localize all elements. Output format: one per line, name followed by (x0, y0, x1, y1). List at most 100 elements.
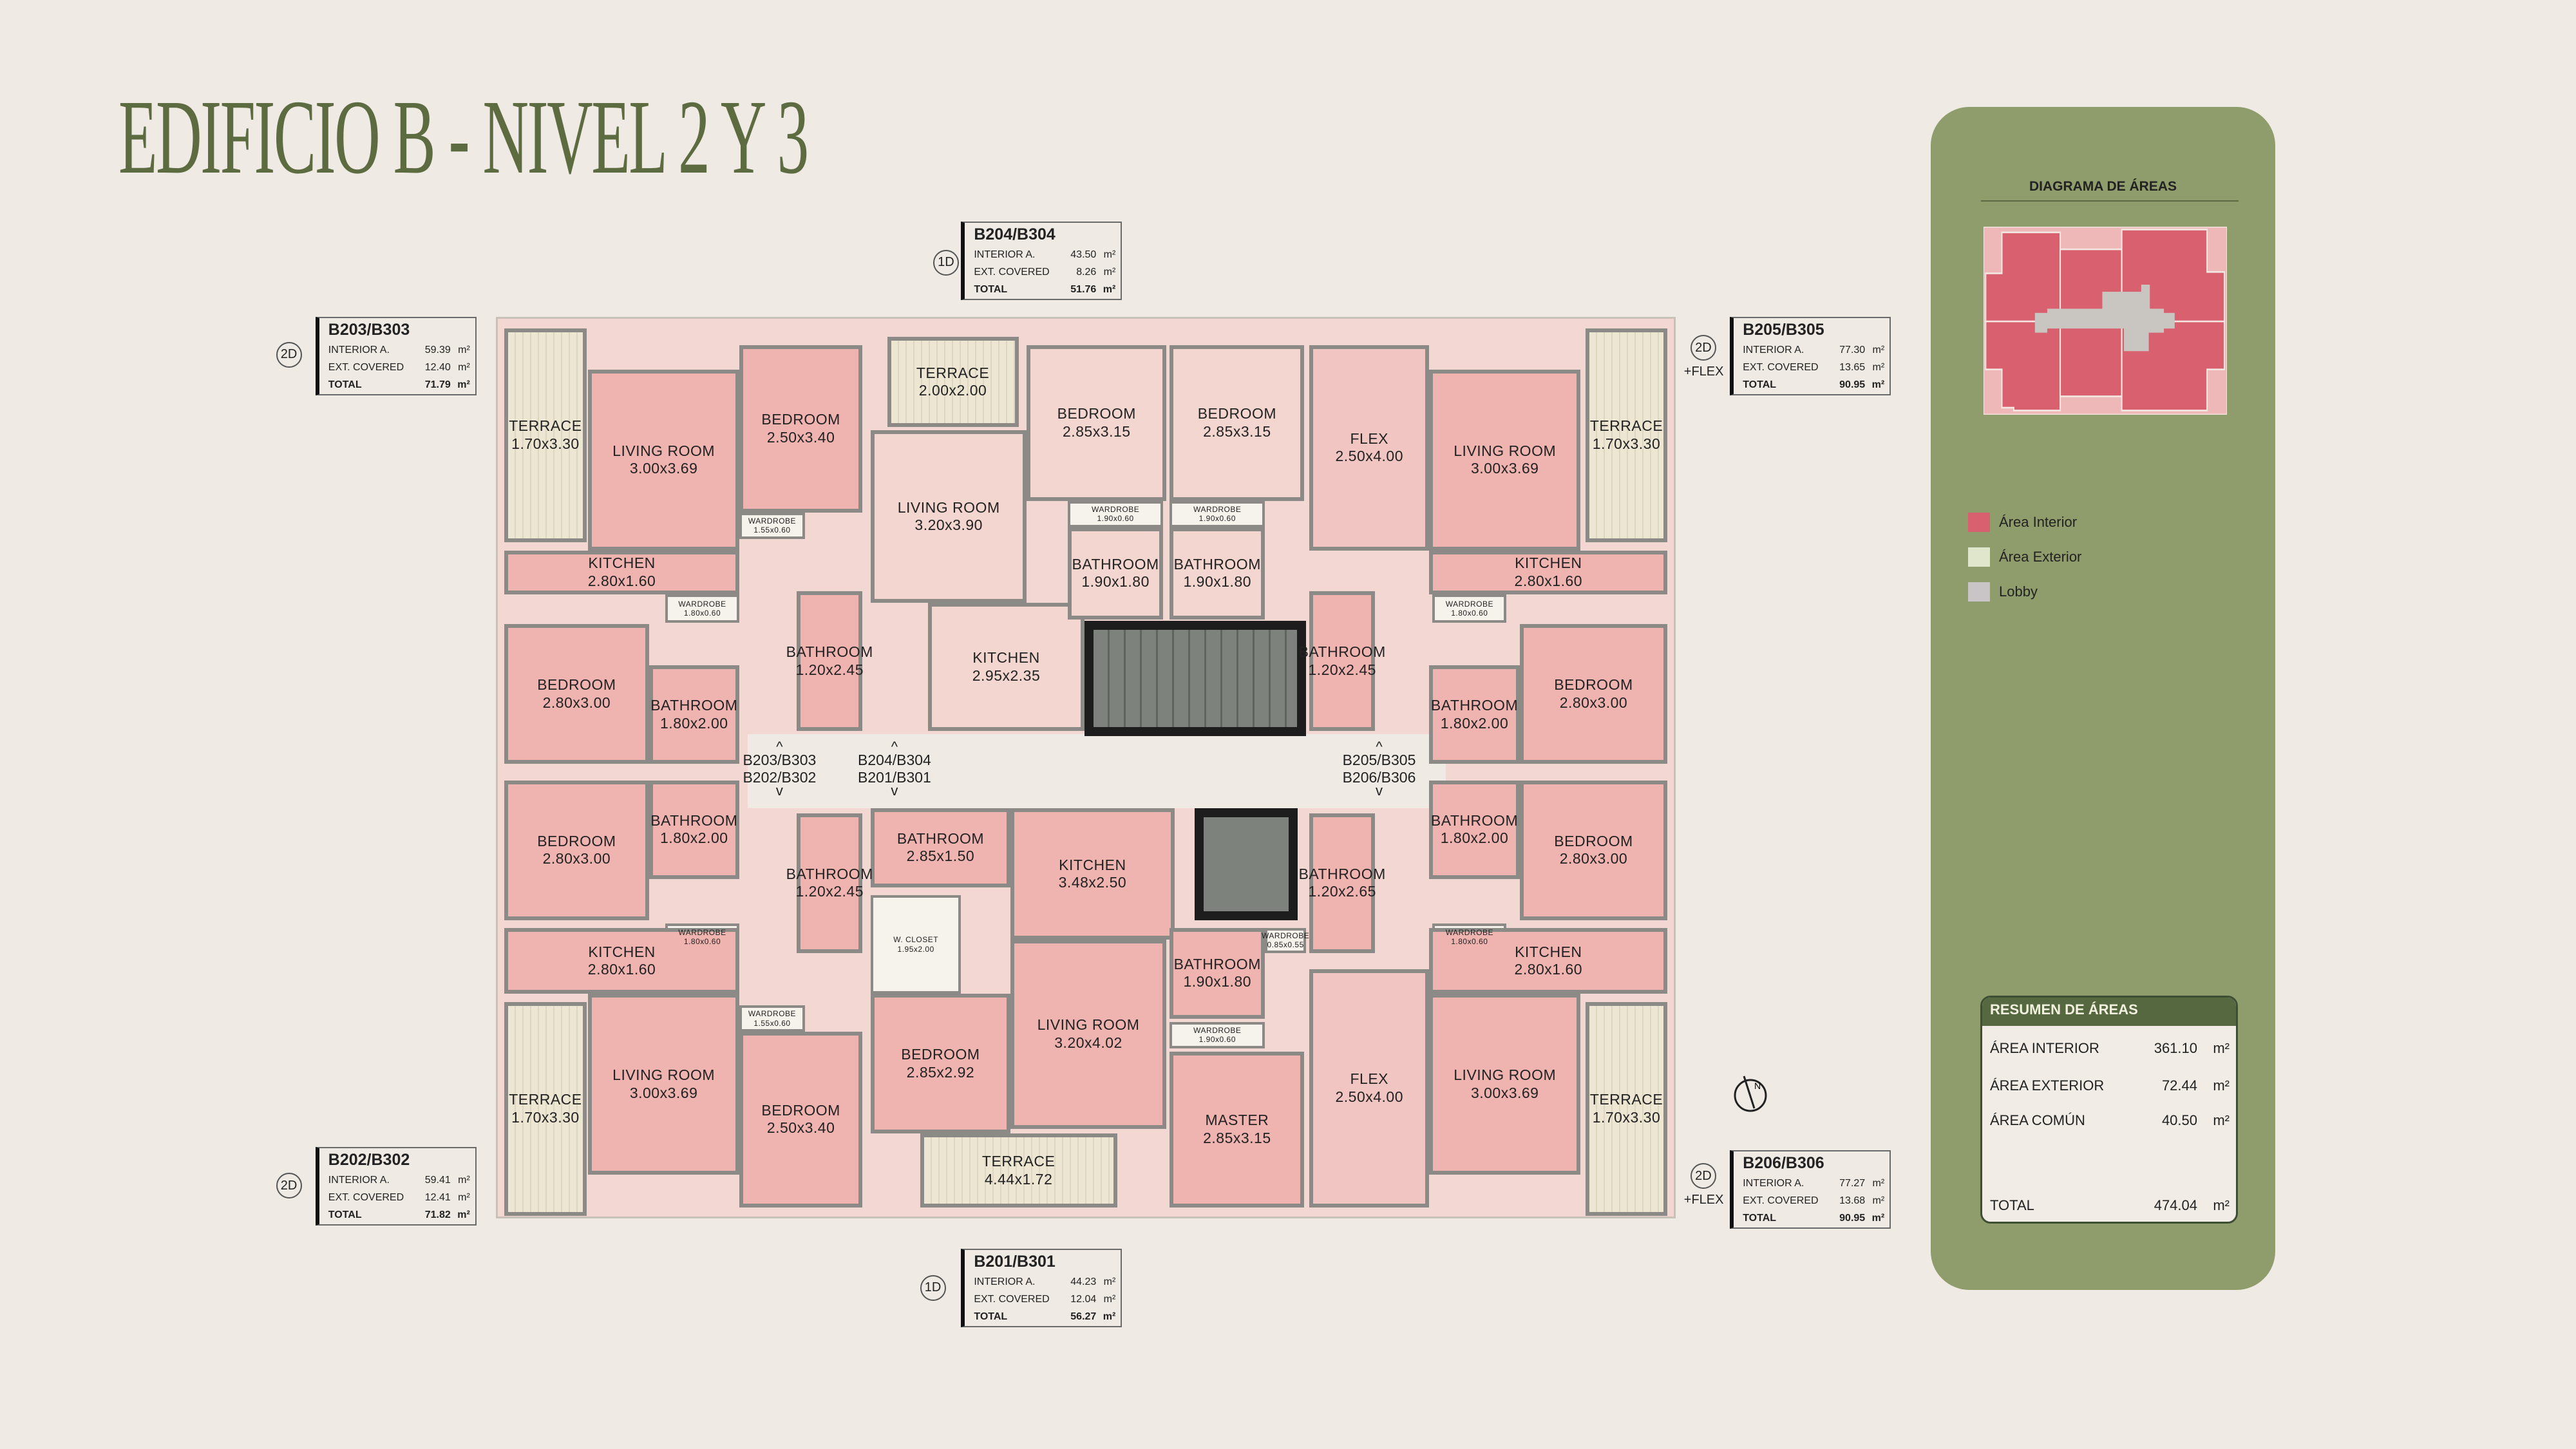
room-name: BEDROOM (537, 676, 616, 694)
area-unit: m² (458, 362, 470, 374)
area-label: TOTAL (328, 1209, 362, 1220)
room-name: TERRACE (509, 417, 582, 435)
legend-swatch (1968, 547, 1990, 567)
area-unit: m² (458, 1191, 470, 1203)
room-name: MASTER (1205, 1112, 1269, 1129)
room-name: TERRACE (509, 1091, 582, 1108)
room-name: BEDROOM (901, 1046, 980, 1063)
area-value: 13.68 (1839, 1195, 1866, 1206)
room-dimensions: 1.55x0.60 (753, 1018, 791, 1028)
room-dimensions: 1.20x2.65 (1308, 883, 1376, 900)
room-dimensions: 1.80x2.00 (660, 829, 728, 847)
room-name: WARDROBE (1092, 505, 1140, 515)
area-label: INTERIOR A. (1743, 1177, 1804, 1189)
area-unit: m² (1872, 1177, 1885, 1189)
area-unit: m² (1103, 267, 1116, 278)
room-dimensions: 2.80x3.00 (1559, 694, 1628, 711)
area-unit: m² (1872, 362, 1885, 374)
area-unit: m² (1872, 1195, 1885, 1206)
lobby-corridor (747, 734, 1446, 809)
area-label: EXT. COVERED (328, 1191, 404, 1203)
chevron-down-icon: v (1375, 782, 1383, 799)
room-dimensions: 1.80x2.00 (660, 714, 728, 732)
room-dimensions: 1.80x2.00 (1440, 829, 1509, 847)
area-label: EXT. COVERED (1743, 362, 1819, 374)
area-label: INTERIOR A. (974, 249, 1036, 261)
area-unit: m² (1103, 1293, 1116, 1305)
room-name: LIVING ROOM (1037, 1016, 1140, 1034)
room-name: BEDROOM (537, 832, 616, 849)
room-dimensions: 2.80x1.60 (587, 961, 656, 978)
page-title: EDIFICIO B - NIVEL 2 Y 3 (118, 78, 809, 196)
room-dimensions: 3.00x3.69 (629, 460, 698, 477)
area-value: 77.30 (1839, 345, 1866, 356)
legend-swatch (1968, 582, 1990, 601)
room-name: WARDROBE (748, 1009, 797, 1019)
room-dimensions: 3.48x2.50 (1058, 874, 1127, 891)
room-dimensions: 1.70x3.30 (1592, 1108, 1661, 1126)
room-name: KITCHEN (1515, 943, 1582, 960)
room-name: KITCHEN (972, 649, 1040, 667)
area-unit: m² (458, 345, 470, 356)
area-value: 12.40 (424, 362, 451, 374)
room-dimensions: 1.90x0.60 (1198, 514, 1236, 524)
unit-id: B206/B306 (1743, 1153, 1824, 1172)
area-label: TOTAL (328, 379, 362, 391)
area-label: TOTAL (974, 1311, 1008, 1322)
room-dimensions: 2.80x3.00 (1559, 850, 1628, 867)
room-dimensions: 1.70x3.30 (511, 435, 580, 452)
legend-item: Lobby (1968, 574, 2081, 609)
room-dimensions: 1.80x0.60 (683, 609, 721, 618)
area-value: 90.95 (1839, 379, 1866, 391)
room-name: BEDROOM (761, 411, 840, 428)
room-dimensions: 2.00x2.00 (918, 382, 987, 399)
unit-type-badge: 2D (276, 1173, 302, 1199)
room-name: BEDROOM (1554, 676, 1633, 694)
area-value: 51.76 (1070, 284, 1097, 296)
room-dimensions: 1.90x1.80 (1183, 973, 1252, 990)
unit-type-badge: 2D (1690, 335, 1716, 361)
unit-up-label: B203/B303 (743, 752, 817, 769)
room-name: KITCHEN (588, 554, 656, 572)
room-dimensions: 2.95x2.35 (972, 667, 1041, 684)
area-value: 13.65 (1839, 362, 1866, 374)
room-dimensions: 1.90x0.60 (1198, 1035, 1236, 1045)
area-unit: m² (1872, 345, 1885, 356)
room-name: WARDROBE (1262, 931, 1310, 941)
room-dimensions: 2.50x4.00 (1335, 448, 1404, 465)
legend-swatch (1968, 513, 1990, 532)
room-name: BEDROOM (1197, 405, 1277, 422)
room-name: TERRACE (1589, 1091, 1663, 1108)
summary-title: RESUMEN DE ÁREAS (1982, 998, 2236, 1026)
unit-id: B203/B303 (328, 321, 410, 339)
unit-up-label: B204/B304 (858, 752, 931, 769)
area-label: EXT. COVERED (1743, 1195, 1819, 1206)
